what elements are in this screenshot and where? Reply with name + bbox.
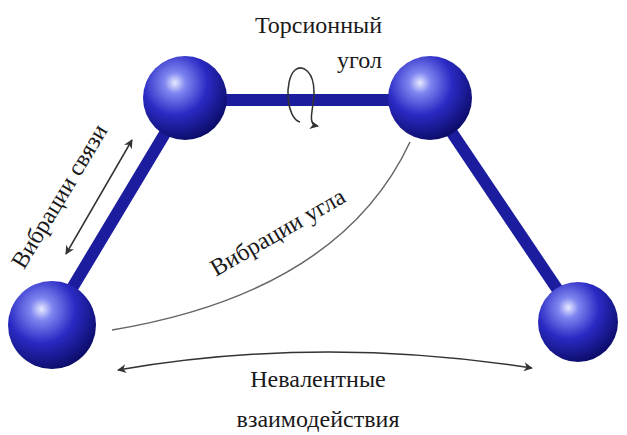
nonbonded-label: Невалентные взаимодействия <box>208 360 428 435</box>
atom-sphere <box>143 56 227 140</box>
angle-arc <box>112 142 410 330</box>
torsion-label: Торсионный угол <box>212 8 382 78</box>
angle-vibration-label: Вибрации угла <box>205 182 351 283</box>
torsion-arrow <box>288 68 318 126</box>
atom-sphere <box>538 282 618 362</box>
atom-sphere <box>388 56 472 140</box>
bonds <box>50 100 578 325</box>
atom-sphere <box>8 281 96 369</box>
